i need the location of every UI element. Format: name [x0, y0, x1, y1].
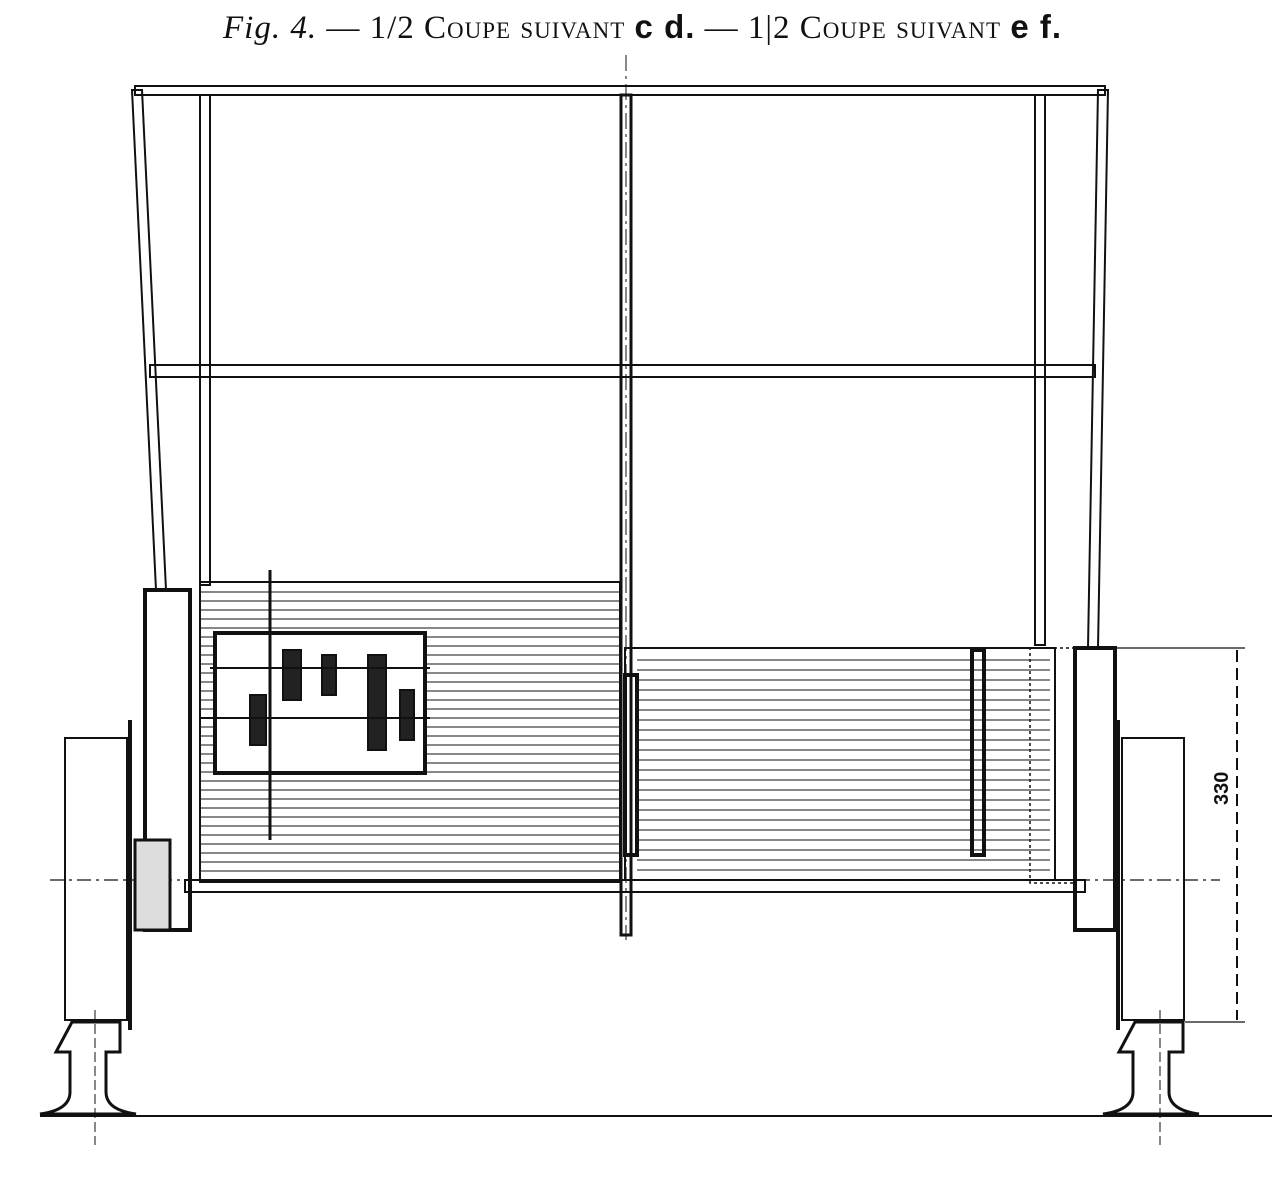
gearbox-housing — [213, 631, 427, 775]
caption-section-1: 1/2 Coupe suivant — [369, 10, 626, 46]
left-outer-post — [130, 89, 168, 591]
gear — [367, 654, 387, 751]
base-beam — [184, 879, 1086, 893]
drum-flange-right — [970, 648, 986, 857]
right-side-plate — [1073, 646, 1117, 932]
right-drum-hatching — [637, 659, 1050, 871]
caption-letters-1: c d. — [634, 8, 696, 45]
gear — [399, 689, 415, 741]
caption-section-2: 1|2 Coupe suivant — [747, 10, 1002, 46]
right-drum — [623, 647, 1056, 881]
dimension-label: 330 — [1211, 772, 1233, 805]
caption-letters-2: e f. — [1010, 8, 1062, 45]
gear — [321, 654, 337, 696]
right-rail — [1102, 1010, 1200, 1145]
upper-frame — [130, 85, 1110, 937]
left-inner-post — [199, 94, 211, 586]
gearbox — [200, 570, 430, 840]
right-inner-post — [1034, 94, 1046, 646]
right-wheel — [1121, 737, 1185, 1021]
drum-flange-left — [623, 673, 639, 857]
left-wheel — [64, 737, 128, 1021]
right-bracket — [1029, 647, 1076, 884]
figure-number: Fig. 4. — [223, 10, 318, 46]
left-drum-outline — [199, 581, 621, 883]
gear — [282, 649, 302, 701]
figure-caption: Fig. 4. — 1/2 Coupe suivant c d. — 1|2 C… — [0, 8, 1285, 47]
height-dimension: 330 — [1115, 647, 1245, 1023]
left-bearing — [133, 838, 172, 932]
gear — [249, 694, 267, 746]
caption-dash-1: — — [326, 10, 361, 46]
left-rail — [39, 1010, 137, 1145]
caption-dash-2: — — [704, 10, 739, 46]
right-outer-post — [1086, 89, 1110, 649]
right-drum-outline — [624, 647, 1056, 881]
